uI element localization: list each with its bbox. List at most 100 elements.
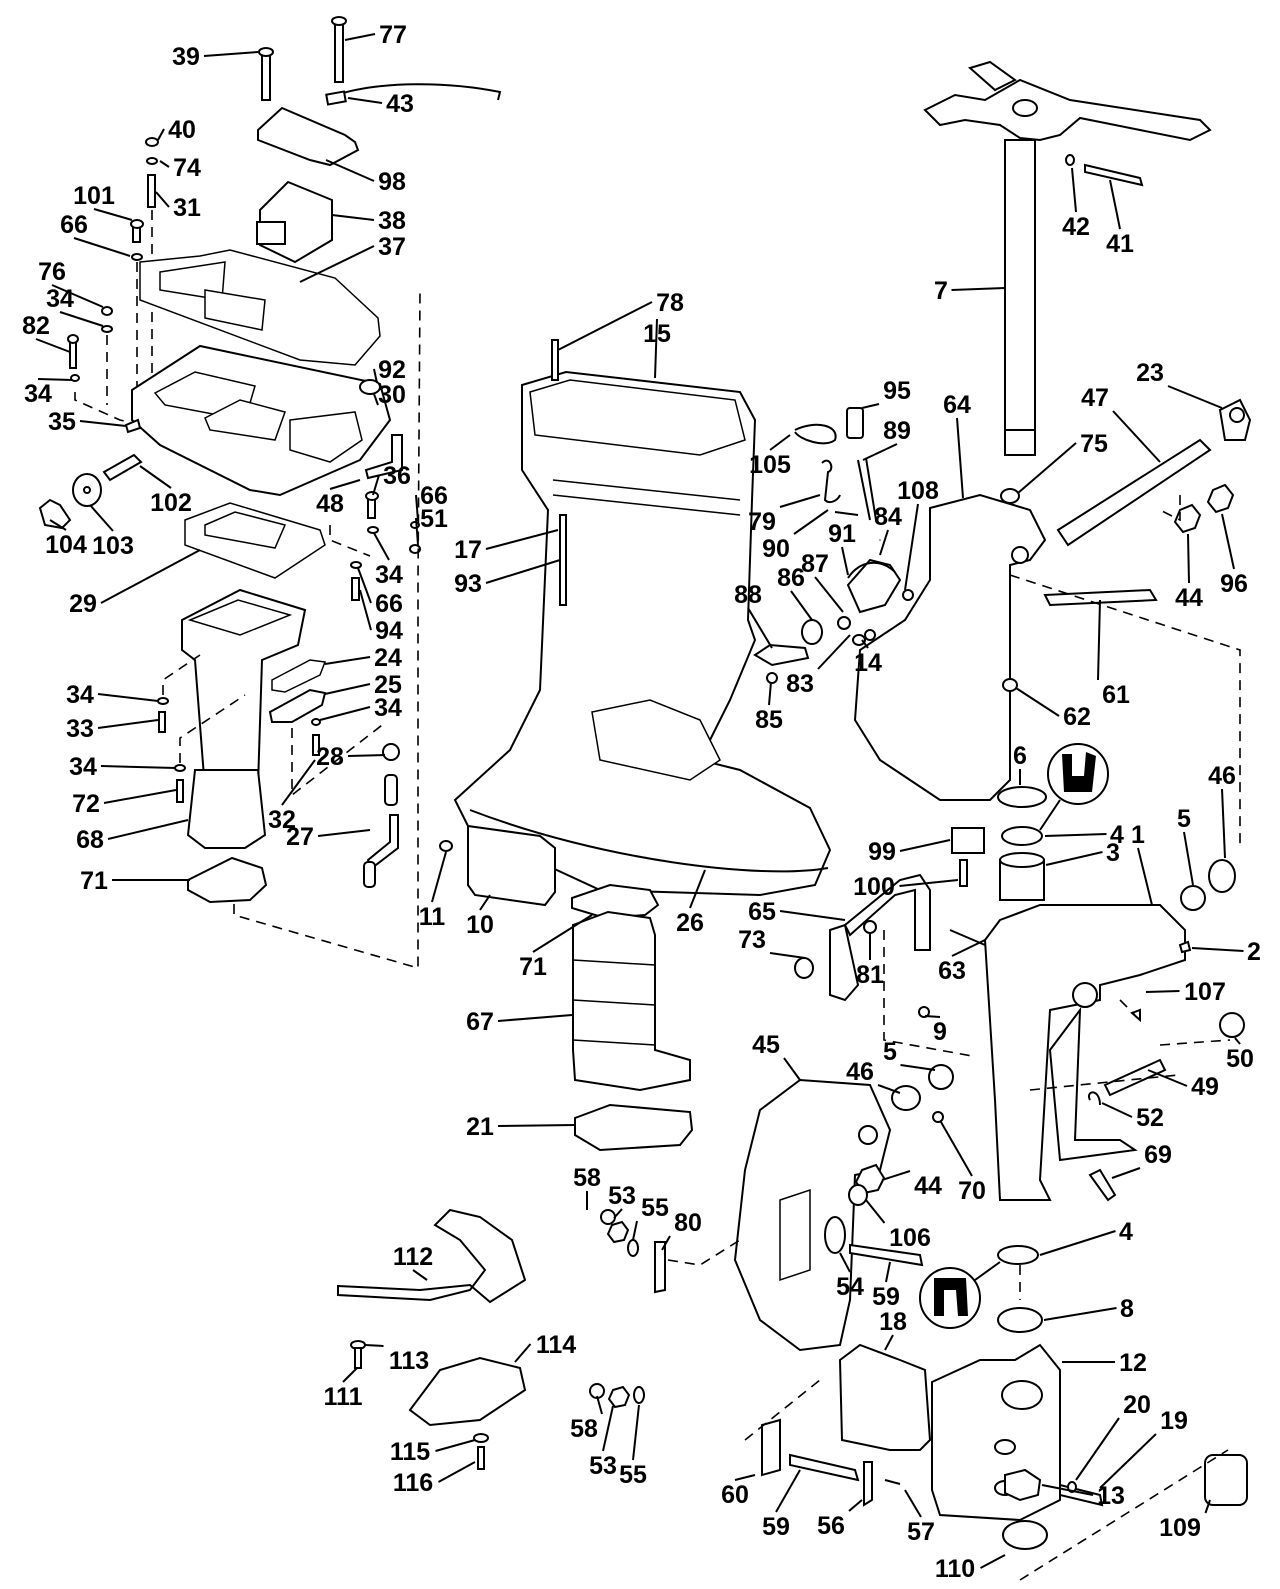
callout-95: 95 [861,377,911,409]
callout-leader-line [1097,599,1101,681]
callout-label: 53 [589,1452,617,1480]
callout-label: 80 [674,1209,702,1237]
callout-label: 43 [386,90,414,118]
callout-leader-line [1071,167,1077,213]
callout-leader-line [1044,833,1107,837]
callout-leader-line [1147,1069,1188,1087]
callout-label: 77 [379,21,407,49]
callout-leader-line [73,237,131,257]
callout-leader-line [661,1235,671,1251]
callout-leader-line [951,939,986,957]
callout-label: 23 [1136,359,1164,387]
callout-69: 69 [1111,1141,1172,1179]
callout-label: 66 [375,590,403,618]
callout-leader-line [862,443,898,461]
callout-leader-line [793,509,829,535]
callout-31: 31 [155,191,201,222]
callout-label: 73 [738,926,766,954]
callout-label: 90 [762,535,790,563]
callout-89: 89 [862,417,911,461]
callout-66c: 66 [357,567,403,618]
callout-label: 47 [1081,384,1109,412]
callout-leader-line [775,1469,801,1513]
callout-label: 17 [454,536,482,564]
callout-leader-line [596,1395,603,1415]
part-lever-88 [753,643,810,667]
callout-label: 19 [1160,1407,1188,1435]
callout-leader-line [37,378,73,381]
callout-label: 3 [1106,839,1120,867]
callout-leader-line [602,1405,614,1452]
part-link-80 [654,1241,666,1294]
part-bolt-77 [331,16,347,83]
part-hose-27 [384,774,398,806]
callout-70: 70 [940,1121,986,1205]
callout-110: 110 [935,1554,1006,1583]
callout-11: 11 [419,851,447,931]
callout-59b: 59 [762,1469,801,1541]
callout-leader-line [689,869,706,909]
callout-leader-line [904,503,919,591]
callout-leader-line [877,1084,901,1094]
callout-4b: 4 [1039,1218,1133,1256]
callout-label: 74 [173,154,201,182]
part-nut-44-upper [1173,503,1202,534]
callout-label: 107 [1184,978,1226,1006]
callout-label: 81 [856,961,884,989]
callout-label: 53 [608,1182,636,1210]
part-nut-92 [359,379,381,395]
callout-leader-line [1099,1433,1157,1489]
callout-25: 25 [324,671,402,699]
callout-64: 64 [943,391,971,499]
callout-label: 99 [868,838,896,866]
callout-59a: 59 [872,1261,900,1311]
callout-92: 92 [373,356,406,384]
callout-label: 58 [573,1164,601,1192]
callout-leader-line [107,819,189,840]
callout-43: 43 [347,90,414,118]
callout-61: 61 [1097,599,1130,709]
callout-52: 52 [1101,1102,1164,1132]
callout-label: 48 [316,490,344,518]
callout-leader-line [479,894,491,911]
part-bushing-5-lower [928,1064,954,1090]
callout-leader-line [1191,947,1244,952]
callout-label: 69 [1144,1141,1172,1169]
callout-label: 35 [48,408,76,436]
callout-leader-line [779,910,846,921]
callout-12: 12 [1062,1349,1147,1377]
part-plate-60 [761,1418,781,1477]
callout-label: 39 [172,43,200,71]
callout-leader-line [768,681,772,706]
callout-leader-line [1017,442,1077,494]
callout-label: 34 [375,561,403,589]
part-block-18 [838,1343,932,1451]
part-bushing-5-upper [1180,885,1206,911]
callout-label: 21 [466,1113,494,1141]
callout-leader-line [814,576,844,613]
callout-leader-line [1221,788,1226,859]
part-plate-112 [337,1208,527,1304]
callout-81: 81 [856,933,884,989]
callout-label: 84 [874,503,902,531]
callout-label: 106 [889,1224,931,1252]
callout-leader-line [1112,410,1161,463]
callout-47: 47 [1081,384,1161,463]
callout-label: 49 [1191,1073,1219,1101]
callout-leader-line [1221,513,1235,570]
callout-80: 80 [661,1209,702,1251]
callout-label: 60 [721,1481,749,1509]
callout-label: 115 [390,1438,430,1466]
callout-71b: 71 [519,914,593,981]
part-bolt-59-lower [789,1453,860,1482]
part-clamp-12 [931,1343,1061,1522]
callout-leader-line [412,1269,428,1281]
callout-label: 51 [420,505,448,533]
callout-35: 35 [48,408,127,436]
callout-label: 110 [935,1555,975,1583]
callout-40: 40 [157,116,196,144]
callout-114: 114 [514,1331,576,1363]
callout-label: 42 [1062,213,1090,241]
callout-label: 24 [374,644,402,672]
callout-leader-line [1045,851,1103,866]
